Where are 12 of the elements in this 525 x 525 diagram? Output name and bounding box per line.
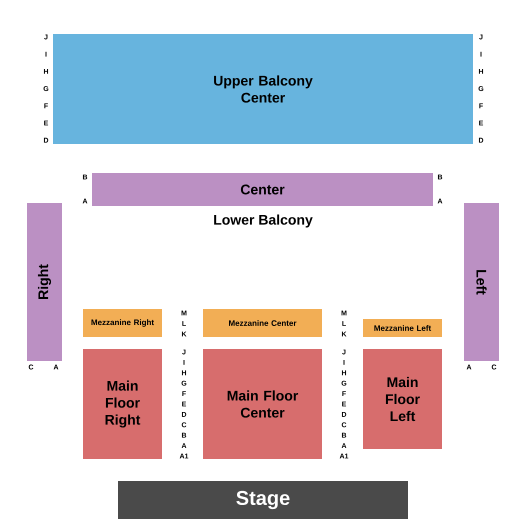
seating-section: Mezzanine Right	[83, 309, 162, 337]
seating-section: Left	[464, 203, 499, 361]
section-label: Lower Balcony	[214, 214, 313, 228]
seating-section: Center	[92, 173, 433, 206]
stage: Stage	[118, 481, 408, 519]
seating-section: Right	[27, 203, 62, 361]
seating-section: Upper Balcony Center	[53, 34, 473, 144]
seating-section: Mezzanine Center	[203, 309, 322, 337]
seating-section: Main Floor Left	[363, 349, 442, 449]
seating-section: Main Floor Right	[83, 349, 162, 459]
seating-section: Mezzanine Left	[363, 319, 442, 337]
seating-section: Main Floor Center	[203, 349, 322, 459]
